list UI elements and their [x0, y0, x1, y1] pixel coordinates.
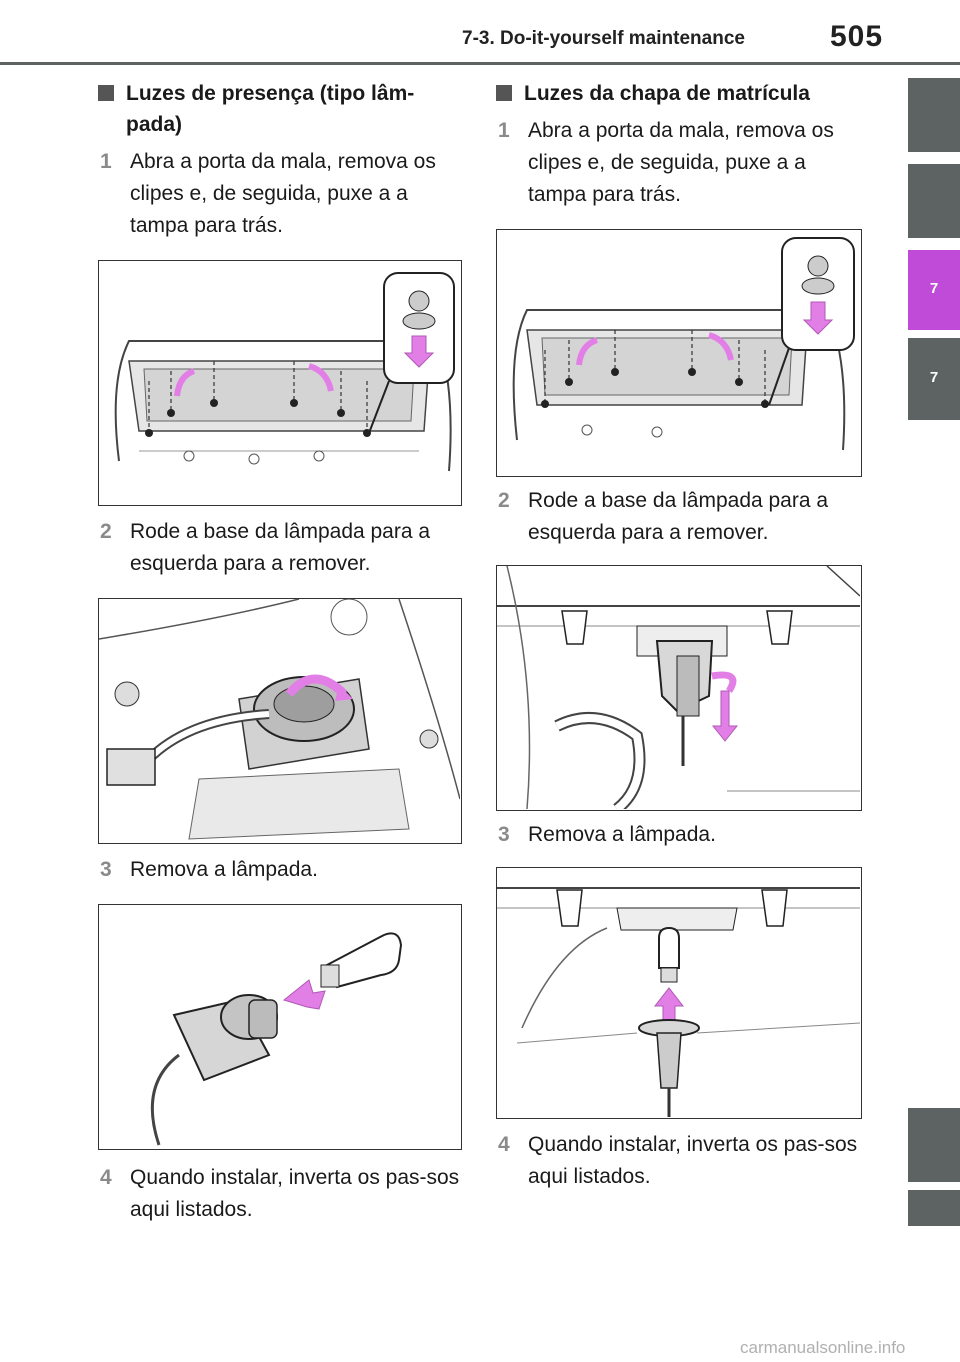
square-bullet-icon	[496, 85, 512, 101]
bulb-removal-drawing	[150, 932, 403, 1146]
side-tab[interactable]	[908, 1108, 960, 1182]
side-tab-chapter[interactable]	[908, 338, 960, 420]
right-column: Luzes da chapa de matrícula 1 Abra a por…	[496, 78, 866, 1193]
trunk-lid-illustration	[98, 260, 462, 506]
trunk-lid-drawing	[512, 237, 855, 451]
step-4: 4 Quando instalar, inverta os pas-sos aq…	[498, 1133, 858, 1188]
watermark[interactable]: carmanualsonline.info	[740, 1338, 906, 1357]
header-rule	[0, 62, 960, 65]
step-3: 3 Remova a lâmpada.	[100, 858, 318, 881]
square-bullet-icon	[98, 85, 114, 101]
trunk-lid-illustration	[496, 229, 862, 477]
page-number: 505	[830, 20, 884, 53]
side-tab-active[interactable]	[908, 250, 960, 330]
step-3: 3 Remova a lâmpada.	[498, 823, 716, 846]
step-2: 2 Rode a base da lâmpada para a esquerda…	[498, 489, 829, 544]
license-socket-drawing	[497, 566, 860, 809]
side-tab[interactable]	[908, 78, 960, 152]
license-socket-rotate-illustration	[496, 565, 862, 811]
side-tab-active-label: 7	[929, 280, 939, 297]
step-4: 4 Quando instalar, inverta os pas-sos aq…	[100, 1166, 460, 1221]
section-heading: Luzes de presença (tipo lâm-pada)	[98, 78, 468, 140]
bulb-socket-rotate-illustration	[98, 598, 462, 844]
left-column: Luzes de presença (tipo lâm-pada) 1 Abra…	[98, 78, 468, 1226]
side-tab[interactable]	[908, 1190, 960, 1226]
section-heading: Luzes da chapa de matrícula	[496, 78, 866, 109]
step-1: 1 Abra a porta da mala, remova os clipes…	[100, 150, 436, 237]
license-bulb-removal-illustration	[496, 867, 862, 1119]
license-bulb-drawing	[497, 887, 860, 1117]
bulb-removal-illustration	[98, 904, 462, 1150]
step-1: 1 Abra a porta da mala, remova os clipes…	[498, 119, 834, 206]
side-tab[interactable]	[908, 164, 960, 238]
step-2: 2 Rode a base da lâmpada para a esquerda…	[100, 520, 431, 575]
trunk-lid-drawing	[114, 272, 455, 472]
socket-rotate-drawing	[99, 599, 460, 840]
side-tab-chapter-label: 7	[929, 369, 939, 386]
section-title: 7-3. Do-it-yourself maintenance	[462, 28, 745, 49]
